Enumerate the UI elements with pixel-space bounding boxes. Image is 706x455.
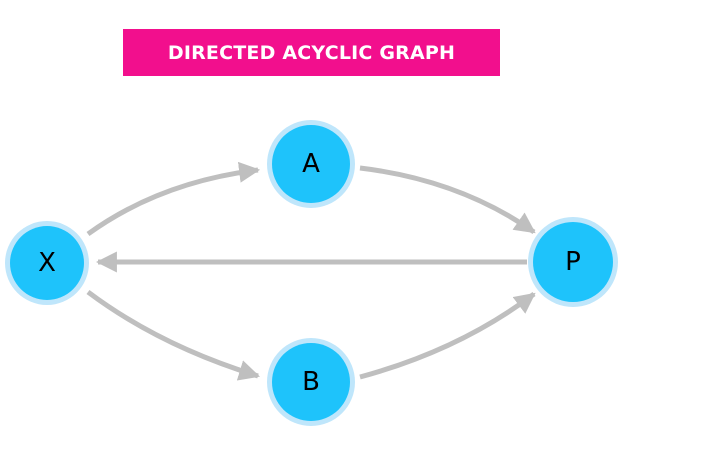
diagram-title: DIRECTED ACYCLIC GRAPH — [123, 29, 500, 76]
node-x-label: X — [38, 248, 56, 278]
node-a: A — [267, 120, 355, 208]
edge-a-to-p — [359, 165, 536, 235]
edge-x-to-a — [86, 161, 261, 237]
node-a-label: A — [302, 149, 320, 179]
node-x: X — [5, 221, 89, 305]
edges-group — [86, 161, 536, 381]
node-b: B — [267, 338, 355, 426]
edge-b-to-p — [359, 292, 536, 380]
edge-x-to-b — [86, 289, 261, 381]
node-b-label: B — [302, 367, 320, 397]
node-p-label: P — [565, 247, 581, 277]
node-p: P — [528, 217, 618, 307]
